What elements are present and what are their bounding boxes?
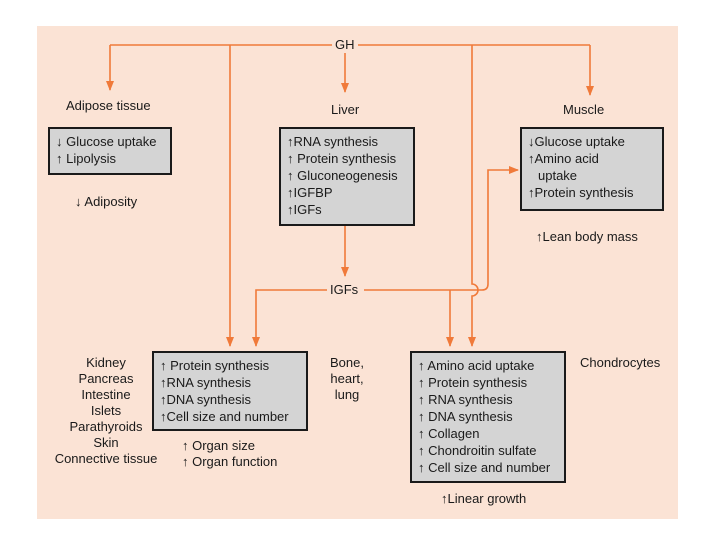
organs-item: ↑DNA synthesis: [160, 392, 252, 407]
adipose-outcome: ↓ Adiposity: [75, 194, 138, 209]
liver-item: ↑RNA synthesis: [287, 134, 379, 149]
organs-box: ↑ Protein synthesis ↑RNA synthesis ↑DNA …: [152, 351, 308, 431]
gh-label: GH: [332, 37, 358, 53]
adipose-item: ↑ Lipolysis: [56, 151, 116, 166]
tissue-name: Pancreas: [78, 371, 134, 386]
chondrocytes-item: ↑ RNA synthesis: [418, 392, 513, 407]
side-tissue: heart,: [330, 371, 364, 386]
organs-outcomes: ↑ Organ size ↑ Organ function: [182, 438, 277, 470]
tissue-name: Kidney: [86, 355, 126, 370]
tissue-name: Skin: [93, 435, 119, 450]
liver-box: ↑RNA synthesis ↑ Protein synthesis ↑ Glu…: [279, 127, 415, 226]
chondrocytes-outcome: ↑Linear growth: [441, 491, 527, 506]
diagram-panel: [37, 26, 678, 519]
bone-heart-lung-label: Bone, heart, lung: [322, 355, 372, 403]
igfs-to-organs-arrow: [252, 289, 328, 347]
side-tissue: Bone,: [330, 355, 364, 370]
tissue-name: Islets: [90, 403, 122, 418]
liver-title: Liver: [331, 102, 360, 117]
muscle-outcome: ↑Lean body mass: [536, 229, 638, 244]
muscle-item: ↑Protein synthesis: [528, 185, 634, 200]
chondrocytes-title: Chondrocytes: [580, 355, 661, 370]
muscle-item: ↓Glucose uptake: [528, 134, 625, 149]
igfs-to-muscle-arrow: [472, 166, 519, 291]
liver-item: ↑IGFs: [287, 202, 322, 217]
muscle-box: ↓Glucose uptake ↑Amino acid uptake ↑Prot…: [520, 127, 664, 211]
tissue-name: Parathyroids: [69, 419, 143, 434]
muscle-item: ↑Amino acid: [528, 151, 599, 166]
chondrocytes-box: ↑ Amino acid uptake ↑ Protein synthesis …: [410, 351, 566, 483]
organs-item: ↑RNA synthesis: [160, 375, 252, 390]
organ-tissue-list: Kidney Pancreas Intestine Islets Parathy…: [44, 355, 168, 467]
tissue-name: Intestine: [81, 387, 131, 402]
adipose-title: Adipose tissue: [66, 98, 151, 113]
chondrocytes-item: ↑ Collagen: [418, 426, 480, 441]
muscle-item: uptake: [538, 168, 578, 183]
chondrocytes-item: ↑ Cell size and number: [418, 460, 551, 475]
adipose-box: ↓ Glucose uptake ↑ Lipolysis: [48, 127, 172, 175]
muscle-title: Muscle: [563, 102, 605, 117]
chondrocytes-item: ↑ DNA synthesis: [418, 409, 513, 424]
organs-outcome: ↑ Organ size: [182, 438, 255, 453]
liver-item: ↑ Protein synthesis: [287, 151, 397, 166]
adipose-item: ↓ Glucose uptake: [56, 134, 157, 149]
igfs-label: IGFs: [327, 282, 362, 298]
chondrocytes-item: ↑ Amino acid uptake: [418, 358, 535, 373]
chondrocytes-item: ↑ Protein synthesis: [418, 375, 528, 390]
organs-outcome: ↑ Organ function: [182, 454, 278, 469]
side-tissue: lung: [334, 387, 360, 402]
liver-item: ↑IGFBP: [287, 185, 333, 200]
chondrocytes-item: ↑ Chondroitin sulfate: [418, 443, 537, 458]
organs-item: ↑Cell size and number: [160, 409, 289, 424]
tissue-name: Connective tissue: [54, 451, 158, 466]
liver-item: ↑ Gluconeogenesis: [287, 168, 398, 183]
organs-item: ↑ Protein synthesis: [160, 358, 270, 373]
gh-to-chondrocytes-arrow: [468, 45, 479, 347]
